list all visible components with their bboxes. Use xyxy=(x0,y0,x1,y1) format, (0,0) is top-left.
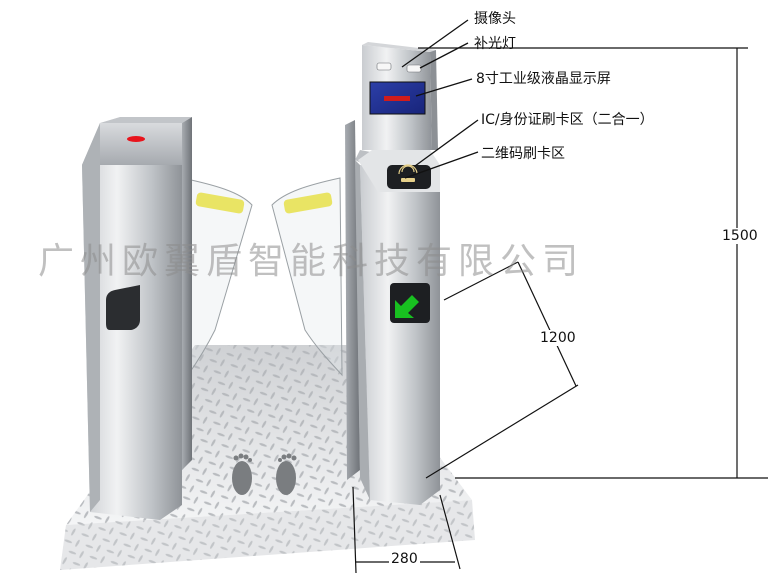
footprints-icon xyxy=(232,453,297,495)
fill-light-label: 补光灯 xyxy=(474,36,516,52)
indicator-red-light xyxy=(127,136,145,142)
callout-lines xyxy=(401,19,479,179)
width-value: 280 xyxy=(389,551,420,567)
fill-light-icon xyxy=(406,64,422,73)
screen-tower xyxy=(362,42,438,150)
depth-dimension-lines xyxy=(425,261,579,479)
depth-value: 1200 xyxy=(538,330,578,346)
left-glass-wing xyxy=(181,177,253,377)
green-arrow-icon xyxy=(395,295,419,318)
left-cabinet xyxy=(82,117,192,520)
card-reader-icon xyxy=(398,164,418,182)
left-card-reader-icon xyxy=(106,285,140,330)
right-cabinet xyxy=(345,120,440,505)
camera-icon xyxy=(376,62,392,71)
camera-label: 摄像头 xyxy=(474,11,516,27)
ic-card-area-label: IC/身份证刷卡区（二合一） xyxy=(481,112,654,128)
height-dimension-lines xyxy=(418,47,768,479)
company-watermark: 广州欧翼盾智能科技有限公司 xyxy=(38,241,585,282)
lcd-screen-label: 8寸工业级液晶显示屏 xyxy=(476,71,611,87)
right-glass-wing xyxy=(271,177,343,377)
height-value: 1500 xyxy=(720,228,760,244)
qr-card-area-label: 二维码刷卡区 xyxy=(481,146,565,162)
